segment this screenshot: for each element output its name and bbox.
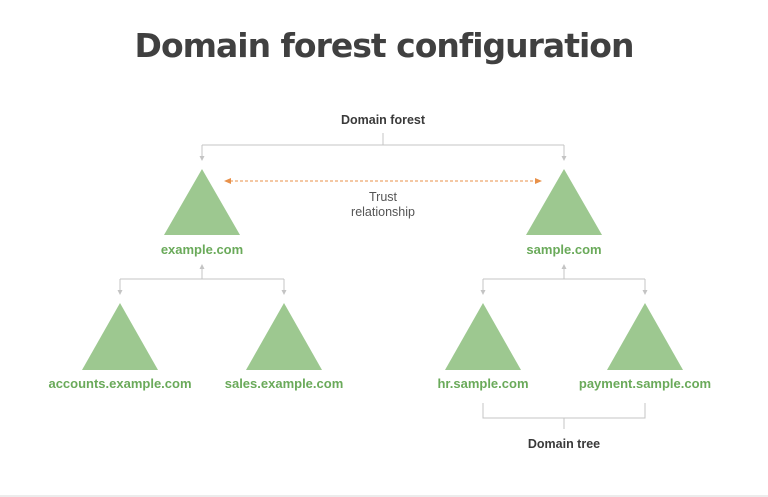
domain-label-sample: sample.com — [526, 242, 601, 257]
trust-relationship-arrow — [224, 178, 542, 184]
trust-label-line-1: Trust — [369, 190, 398, 204]
example-tree-connector — [117, 264, 287, 295]
domain-tree-bracket — [482, 403, 646, 429]
domain-triangle-sample — [526, 169, 602, 235]
bottom-divider — [0, 495, 768, 497]
sample-tree-connector — [480, 264, 648, 295]
domain-triangle-sales — [246, 303, 322, 370]
forest-label: Domain forest — [341, 113, 426, 127]
page-title: Domain forest configuration — [134, 26, 635, 65]
domain-triangle-accounts — [82, 303, 158, 370]
domain-triangle-payment — [607, 303, 683, 370]
domain-tree-label: Domain tree — [528, 437, 600, 451]
domain-label-example: example.com — [161, 242, 243, 257]
domain-triangle-hr — [445, 303, 521, 370]
domain-label-accounts: accounts.example.com — [48, 376, 191, 391]
domain-label-hr: hr.sample.com — [437, 376, 528, 391]
domain-label-sales: sales.example.com — [225, 376, 344, 391]
trust-label-line-2: relationship — [351, 205, 415, 219]
domain-label-payment: payment.sample.com — [579, 376, 711, 391]
forest-connector — [199, 133, 567, 161]
domain-triangle-example — [164, 169, 240, 235]
